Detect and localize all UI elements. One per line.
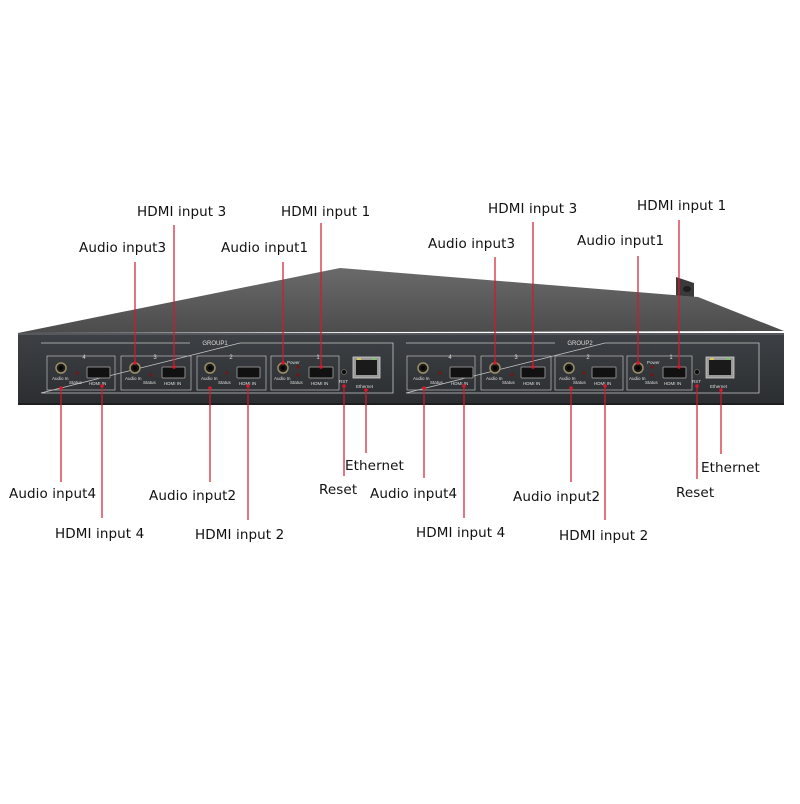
- g1-hdmi-port-4: [86, 366, 111, 379]
- g1-status-led-1: [296, 373, 300, 377]
- panel-print-label: Status: [502, 380, 516, 385]
- panel-print-label: 2: [229, 355, 233, 361]
- chassis-top: [18, 268, 784, 333]
- g2-channel-2: 2 Audio In Status HDMI IN: [554, 355, 624, 391]
- panel-print-label: Status: [143, 380, 157, 385]
- g2-status-led-2: [582, 371, 586, 375]
- panel-print-label: Audio In: [486, 376, 503, 381]
- g1-status-led-3: [149, 373, 153, 377]
- panel-print-label: HDMI IN: [664, 381, 681, 386]
- panel-print-label: HDMI IN: [594, 381, 611, 386]
- g2-status-led-3: [510, 373, 514, 377]
- panel-print-label: Audio In: [629, 376, 646, 381]
- g2-status-led-4: [438, 371, 442, 375]
- g1-ethernet-port: Ethernet: [352, 356, 381, 389]
- panel-print-label: HDMI IN: [311, 381, 328, 386]
- g2-hdmi-port-1: [662, 366, 687, 379]
- panel-print-label: Audio In: [274, 376, 291, 381]
- g1-channel-2: 2 Audio In Status HDMI IN: [196, 355, 267, 391]
- g1-hdmi-port-2: [236, 366, 261, 379]
- panel-print-label: Audio In: [52, 376, 69, 381]
- g1-reset-button: RST: [339, 369, 348, 384]
- g1-channel-3: 3 Audio In Status HDMI IN: [120, 355, 192, 391]
- g2-status-led-1: [650, 373, 654, 377]
- panel-print-label: Status: [218, 380, 232, 385]
- panel-print-label: Status: [69, 380, 83, 385]
- panel-print-label: RST: [692, 379, 701, 384]
- group2-label: GROUP2: [567, 341, 593, 347]
- g1-channel-4: 4 Audio In Status HDMI IN: [46, 355, 116, 391]
- panel-print-label: HDMI IN: [239, 381, 256, 386]
- g2-channel-3: 3 Audio In Status HDMI IN: [480, 355, 552, 391]
- panel-print-label: RST: [339, 379, 348, 384]
- panel-print-label: HDMI IN: [451, 381, 468, 386]
- g1-status-led-4: [75, 371, 79, 375]
- g2-hdmi-port-4: [449, 366, 474, 379]
- panel-print-label: 3: [153, 355, 157, 361]
- panel-print-label: Audio In: [413, 376, 430, 381]
- leader-lines: [60, 220, 722, 520]
- g2-ethernet-port: Ethernet: [705, 356, 735, 389]
- panel-print-label: Power: [287, 360, 300, 365]
- g1-channel-1: 1 Power Audio In Status HDMI IN: [270, 355, 340, 391]
- g1-power-led: [296, 365, 300, 369]
- panel-print-label: Ethernet: [356, 384, 374, 389]
- g2-channel-4: 4 Audio In Status HDMI IN: [406, 355, 476, 391]
- panel-print-label: Status: [573, 380, 587, 385]
- panel-print-label: 4: [82, 355, 86, 361]
- panel-print-label: 1: [669, 355, 673, 361]
- panel-print-label: Audio In: [559, 376, 576, 381]
- panel-print-label: HDMI IN: [523, 381, 540, 386]
- panel-print-label: Audio In: [125, 376, 142, 381]
- panel-print-label: HDMI IN: [89, 381, 106, 386]
- rack-ear-hole: [683, 286, 691, 292]
- panel-print-label: Status: [430, 380, 444, 385]
- panel-print-label: Power: [647, 360, 660, 365]
- g1-status-led-2: [225, 371, 229, 375]
- panel-print-label: 4: [448, 355, 452, 361]
- panel-print-label: HDMI IN: [164, 381, 181, 386]
- panel-print-label: 2: [586, 355, 590, 361]
- panel-print-label: Status: [290, 380, 304, 385]
- panel-print-label: Status: [645, 380, 659, 385]
- g2-reset-button: RST: [692, 369, 701, 384]
- panel-print-label: 1: [316, 355, 320, 361]
- panel-print-label: Ethernet: [710, 384, 728, 389]
- g2-hdmi-port-2: [591, 366, 617, 379]
- panel-print-label: 3: [514, 355, 518, 361]
- group1-label: GROUP1: [202, 341, 228, 347]
- panel-print-label: Audio In: [201, 376, 218, 381]
- leader-dots: [59, 361, 723, 392]
- g2-power-led: [650, 365, 654, 369]
